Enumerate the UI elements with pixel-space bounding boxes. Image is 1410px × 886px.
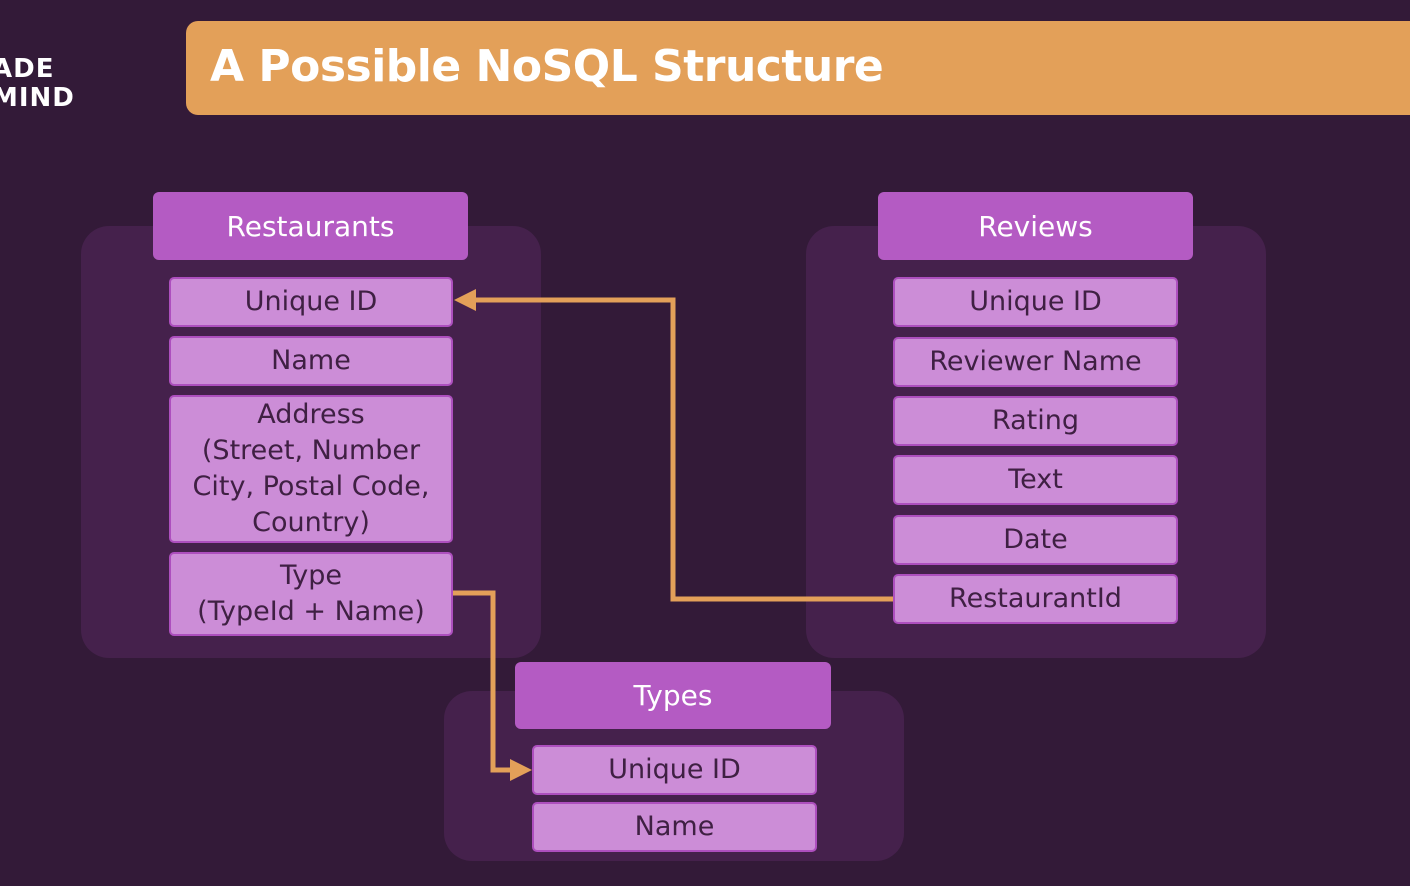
reviews-field-rating: Rating [893, 396, 1178, 446]
logo-line-2: MIND [0, 83, 75, 113]
types-field-unique-id: Unique ID [532, 745, 817, 795]
reviews-field-date: Date [893, 515, 1178, 565]
brand-logo: ADE MIND [0, 55, 75, 113]
types-field-name: Name [532, 802, 817, 852]
reviews-field-restaurant-id: RestaurantId [893, 574, 1178, 624]
logo-line-1: ADE [0, 54, 55, 84]
reviews-table-header: Reviews [878, 192, 1193, 260]
reviews-field-text: Text [893, 455, 1178, 505]
slide-title: A Possible NoSQL Structure [210, 41, 884, 92]
title-bar: A Possible NoSQL Structure [186, 21, 1410, 115]
restaurants-field-type: Type (TypeId + Name) [169, 552, 453, 636]
restaurants-table-header: Restaurants [153, 192, 468, 260]
reviews-field-reviewer-name: Reviewer Name [893, 337, 1178, 387]
restaurants-field-unique-id: Unique ID [169, 277, 453, 327]
restaurants-field-address: Address (Street, Number City, Postal Cod… [169, 395, 453, 543]
types-table-header: Types [515, 662, 831, 729]
reviews-field-unique-id: Unique ID [893, 277, 1178, 327]
restaurants-field-name: Name [169, 336, 453, 386]
